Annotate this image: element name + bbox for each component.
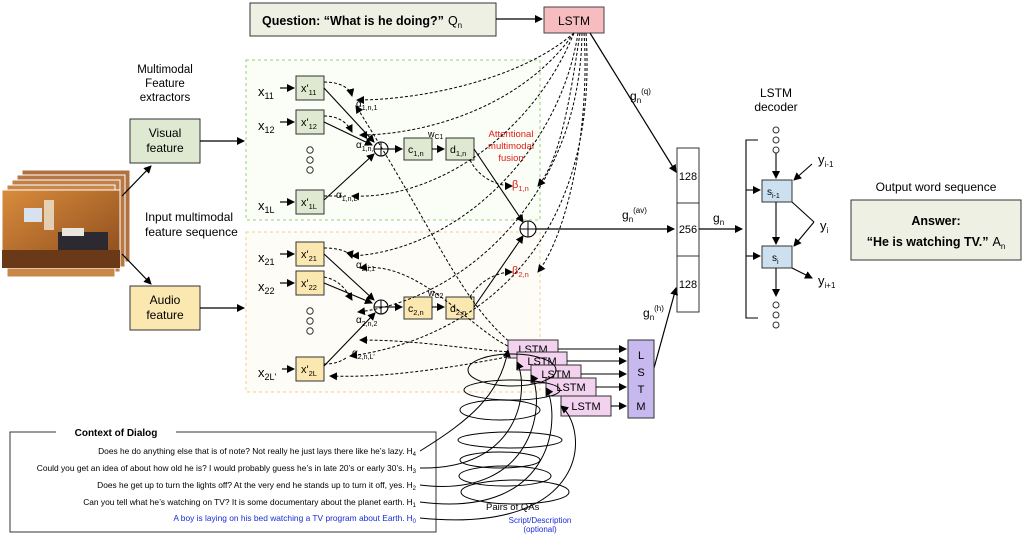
audio-c-label: c2,n: [408, 303, 424, 317]
question-lstm-box: [543, 6, 605, 34]
answer-box: [850, 199, 1022, 261]
pairs-of-qas-label: Pairs of QAs: [486, 502, 540, 513]
svg-text:x'1L: x'1L: [301, 197, 317, 211]
svg-text:α1,n,1: α1,n,1: [356, 99, 377, 112]
svg-text:x22: x22: [258, 279, 275, 296]
question-box: [249, 2, 497, 37]
decoder-label-1: LSTM: [760, 86, 792, 100]
dialog-line-h3: Could you get an idea of about how old h…: [37, 463, 417, 475]
dialog-connection-loops: [419, 349, 576, 521]
vec-size-h: 128: [679, 279, 697, 291]
dialog-lstm-letter-l: L: [638, 350, 644, 362]
output-word-seq-label: Output word sequence: [876, 180, 997, 194]
svg-text:x'21: x'21: [301, 249, 317, 263]
svg-text:x'2L: x'2L: [301, 364, 317, 378]
svg-text:x'22: x'22: [301, 278, 317, 292]
dialog-context-box: [9, 431, 437, 533]
extractors-label-1: Multimodal: [137, 64, 193, 76]
svg-text:LSTM: LSTM: [556, 382, 585, 394]
answer-text: “He is watching TV.”An: [867, 235, 1006, 251]
dialog-line-h1: Can you tell what he’s watching on TV? I…: [83, 497, 416, 509]
y-cur-label: yi: [820, 218, 829, 235]
answer-label: Answer:: [911, 214, 960, 228]
g-av-label: gn(av): [622, 206, 647, 224]
svg-text:α2,n,2: α2,n,2: [356, 315, 377, 328]
dialog-lstm-letter-t: T: [638, 384, 645, 396]
beta-2-label: β2,n: [512, 265, 529, 279]
visual-attention-region: [245, 59, 541, 221]
svg-text:si: si: [772, 253, 779, 266]
visual-d-label: d1,n: [450, 144, 466, 158]
dialog-line-h2: Does he get up to turn the lights off? A…: [97, 480, 417, 492]
vec-size-av: 256: [679, 224, 697, 236]
script-description-label-2: (optional): [523, 525, 557, 534]
audio-w-label: wC2: [427, 288, 444, 300]
svg-text:x'12: x'12: [301, 117, 317, 131]
dialog-context-title: Context of Dialog: [75, 428, 158, 439]
svg-text:x11: x11: [258, 84, 274, 101]
video-frames-image: [1, 169, 131, 278]
dialog-line-h4: Does he do anything else that is of note…: [98, 446, 417, 458]
beta-1-label: β1,n: [512, 179, 529, 193]
question-text: Question: “What is he doing?”Qn: [262, 14, 462, 30]
vec-size-q: 128: [679, 171, 697, 183]
concat-vector: [676, 147, 700, 313]
svg-text:α2,i,1: α2,i,1: [356, 260, 375, 273]
svg-text:x1L: x1L: [258, 198, 275, 215]
visual-ellipsis-dots: [306, 146, 314, 174]
attn-fusion-label-1: Attentional: [489, 129, 534, 140]
visual-w-label: wC1: [427, 129, 444, 141]
svg-text:x2L': x2L': [258, 365, 277, 382]
svg-text:si-1: si-1: [767, 187, 780, 200]
y-prev-label: yi-1: [818, 152, 834, 169]
attn-fusion-label-2: multimodal: [488, 141, 534, 152]
y-next-label: yi+1: [818, 273, 836, 290]
audio-feature-label-2: feature: [146, 308, 184, 322]
visual-input-2: x12 x'12 α1,n,2: [258, 109, 377, 153]
audio-input-1: x21 x'21 α2,i,1: [258, 241, 375, 273]
audio-c-box: [403, 296, 433, 320]
decoder-label-2: decoder: [754, 100, 797, 114]
question-lstm-label: LSTM: [558, 14, 590, 28]
audio-attention-region: [245, 231, 541, 393]
dialog-lstm-letter-s: S: [637, 367, 644, 379]
dialog-lstm-vertical: [627, 339, 655, 419]
visual-sum-node: [373, 141, 389, 157]
attention-dashed-links: [323, 32, 588, 381]
extractors-label-2: Feature: [145, 78, 185, 90]
lstm-decoder: si-1 si: [745, 126, 815, 329]
svg-text:α1,n,2: α1,n,2: [356, 140, 377, 153]
input-seq-label-1: Input multimodal: [145, 210, 233, 224]
svg-text:α1,n,L: α1,n,L: [336, 190, 357, 203]
audio-feature-label-1: Audio: [150, 293, 181, 307]
visual-c-label: c1,n: [408, 144, 424, 158]
script-description-label-1: Script/Description: [509, 516, 572, 525]
dialog-lstm-letter-m: M: [636, 401, 645, 413]
fusion-sum-node: [519, 220, 537, 238]
g-h-label: gn(h): [643, 304, 664, 322]
svg-text:x21: x21: [258, 250, 275, 267]
audio-input-L: x2L' x'2L α2,n,L': [258, 348, 375, 382]
svg-text:x12: x12: [258, 118, 275, 135]
input-seq-label-2: feature sequence: [145, 225, 238, 239]
extractors-label-3: extractors: [140, 92, 191, 104]
dialog-line-h0: A boy is laying on his bed watching a TV…: [173, 513, 416, 525]
svg-text:x'11: x'11: [301, 83, 316, 97]
dialog-lstm-stack: LSTM LSTM LSTM LSTM LSTM: [507, 339, 627, 417]
audio-ellipsis-dots: [306, 307, 314, 335]
visual-feature-label-1: Visual: [149, 126, 181, 140]
visual-input-1: x11 x'11 α1,n,1: [258, 75, 377, 112]
svg-text:LSTM: LSTM: [571, 401, 600, 413]
audio-input-2: x22 x'22 α2,n,2: [258, 270, 377, 328]
visual-feature-label-2: feature: [146, 141, 184, 155]
g-n-label: gn: [713, 211, 724, 227]
g-q-label: gn(q): [630, 87, 651, 105]
visual-input-L: x1L x'1L α1,n,L: [258, 189, 357, 215]
attn-fusion-label-3: fusion: [498, 153, 523, 164]
